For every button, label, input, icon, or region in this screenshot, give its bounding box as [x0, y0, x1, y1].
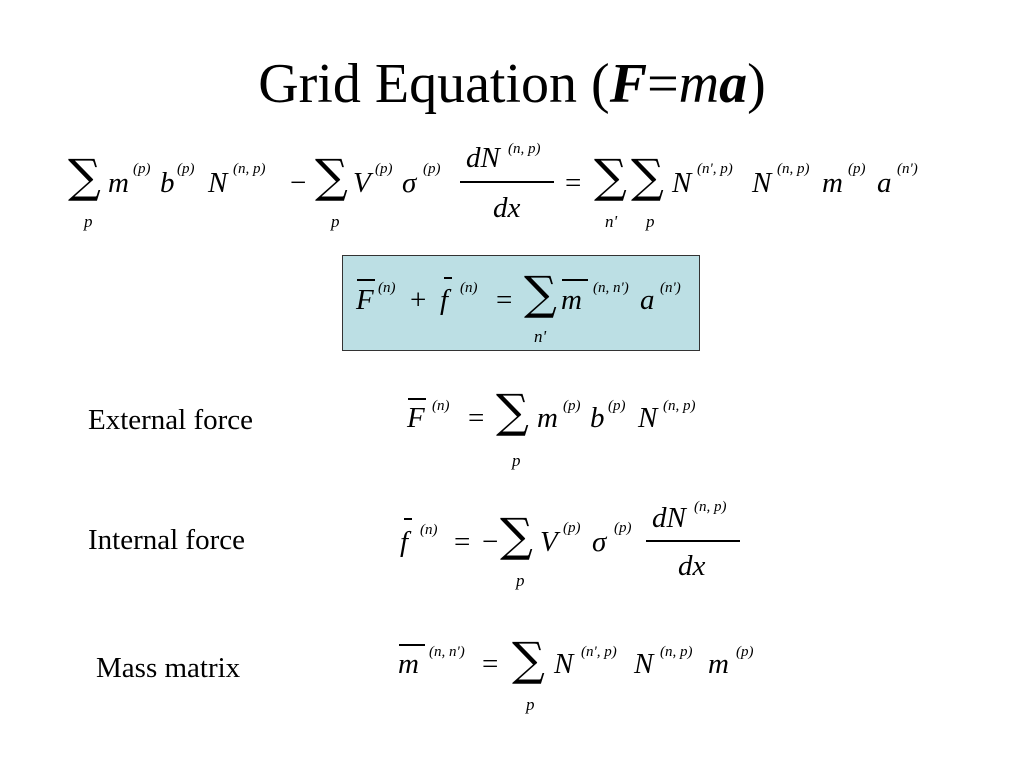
boxed-equation-background [342, 255, 700, 351]
mass-matrix-label: Mass matrix [96, 652, 241, 684]
title-f: F [609, 53, 648, 115]
title-prefix: Grid Equation ( [258, 53, 610, 115]
external-force-label: External force [88, 404, 254, 436]
slide-title: Grid Equation (F=ma) [0, 48, 1024, 120]
title-suffix: ) [747, 53, 766, 115]
title-m: m [678, 53, 720, 115]
title-a: a [719, 53, 748, 115]
internal-force-label: Internal force [88, 524, 245, 556]
title-equals: = [647, 53, 679, 115]
